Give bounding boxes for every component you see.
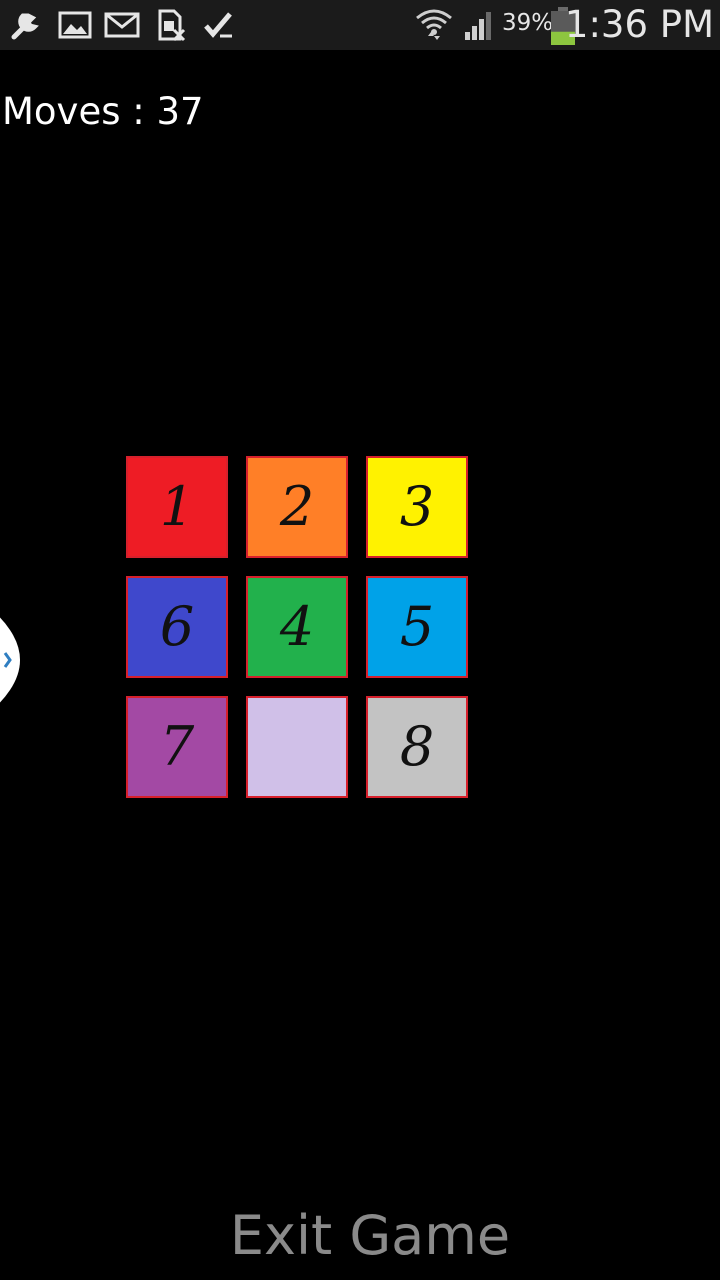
wrench-icon <box>8 8 42 42</box>
task-check-icon <box>202 8 236 42</box>
status-bar: 39% 1:36 PM <box>0 0 720 50</box>
tile-4[interactable]: 4 <box>246 576 348 678</box>
tile-number: 2 <box>279 475 315 538</box>
tile-7[interactable]: 7 <box>126 696 228 798</box>
empty-tile[interactable] <box>246 696 348 798</box>
tile-3[interactable]: 3 <box>366 456 468 558</box>
battery-percent: 39% <box>502 10 554 36</box>
moves-counter: Moves : 37 <box>2 90 204 133</box>
tile-6[interactable]: 6 <box>126 576 228 678</box>
tile-number: 3 <box>399 475 435 538</box>
tile-number: 4 <box>279 595 315 658</box>
tile-2[interactable]: 2 <box>246 456 348 558</box>
puzzle-board: 1 2 3 6 4 5 7 8 <box>126 456 474 804</box>
tile-1[interactable]: 1 <box>126 456 228 558</box>
exit-game-button[interactable]: Exit Game <box>229 1204 511 1267</box>
tile-5[interactable]: 5 <box>366 576 468 678</box>
tile-8[interactable]: 8 <box>366 696 468 798</box>
tile-number: 5 <box>399 595 435 658</box>
sim-card-icon <box>154 8 188 42</box>
tile-number: 6 <box>159 595 195 658</box>
signal-icon <box>462 8 496 42</box>
tile-number: 1 <box>159 475 195 538</box>
status-time: 1:36 PM <box>564 3 714 46</box>
image-icon <box>58 8 92 42</box>
wifi-icon <box>414 8 454 42</box>
tile-number: 7 <box>159 715 195 778</box>
battery-icon <box>549 6 577 46</box>
chevron-right-icon <box>3 652 12 668</box>
side-panel-handle[interactable] <box>0 590 25 730</box>
tile-number: 8 <box>399 715 435 778</box>
gmail-icon <box>104 8 140 42</box>
